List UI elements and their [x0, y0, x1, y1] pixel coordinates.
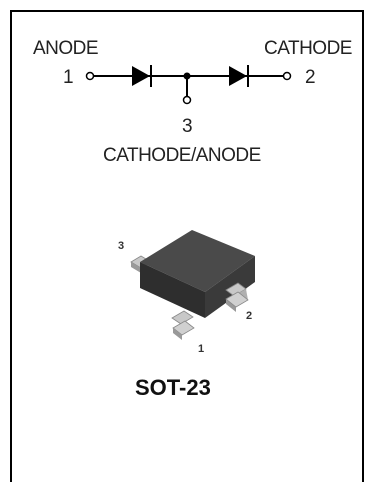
package-pin1-label: 1	[198, 343, 204, 355]
pin3-number-label: 3	[182, 116, 193, 137]
frame-left-border	[10, 12, 12, 482]
cathode-label: CATHODE	[264, 38, 352, 59]
package-pin2-label: 2	[246, 310, 252, 322]
anode-label: ANODE	[33, 38, 99, 59]
package-name-label: SOT-23	[135, 375, 211, 400]
common-terminal-label: CATHODE/ANODE	[103, 145, 261, 166]
frame-right-border	[362, 12, 364, 482]
pin2-number-label: 2	[305, 67, 316, 88]
diode2-anode-triangle	[229, 66, 247, 86]
pin3-terminal	[182, 95, 192, 105]
pin2-terminal	[282, 71, 292, 81]
pin1-number-label: 1	[63, 67, 74, 88]
sot23-package-illustration	[130, 230, 255, 340]
frame-top-border	[10, 10, 364, 12]
package-pin3-label: 3	[118, 240, 124, 252]
pin1-terminal	[85, 71, 95, 81]
diode1-anode-triangle	[132, 66, 150, 86]
